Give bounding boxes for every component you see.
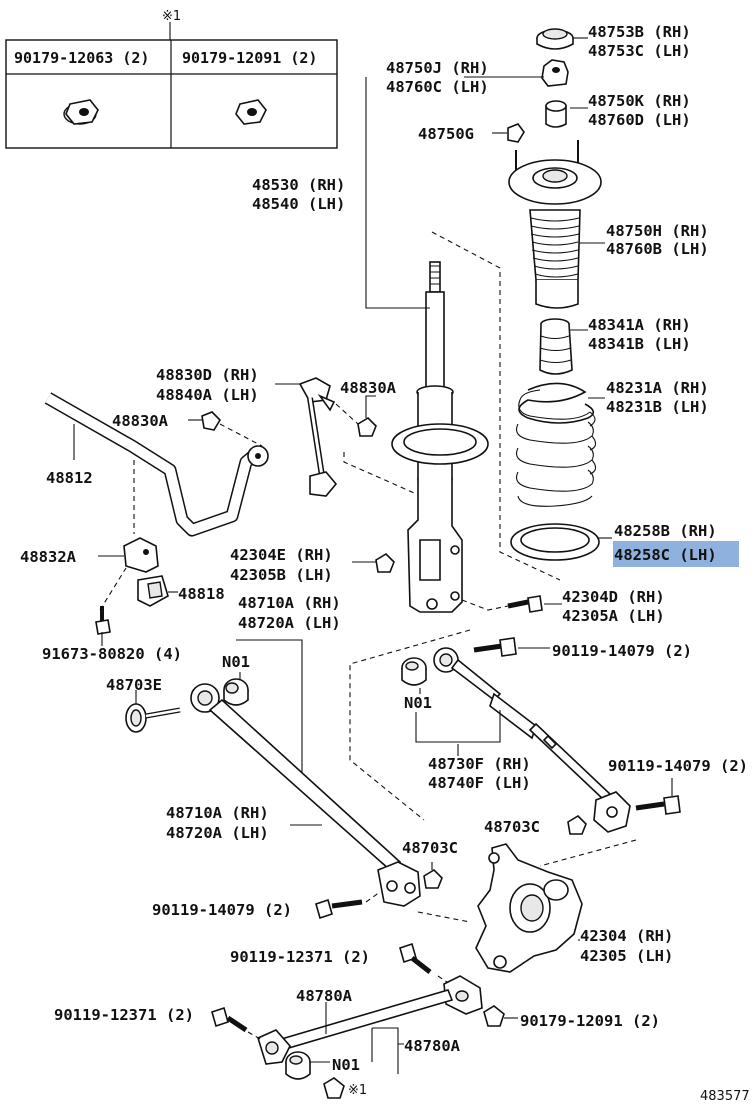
lateral-link-48780a-part: [257, 975, 483, 1065]
carrier-knuckle-part: [475, 843, 583, 973]
label-48760c: 48760C (LH): [386, 78, 489, 96]
cushion-part: [545, 100, 567, 128]
stabilizer-bar-part: [44, 392, 269, 537]
nut-marker-part: [323, 1077, 345, 1099]
label-90119-b: 90119-14079 (2): [608, 757, 748, 775]
label-48341b: 48341B (LH): [588, 335, 691, 353]
bushing-n01-left-part: [223, 678, 249, 706]
trailing-arm-48730f-part: [433, 647, 631, 833]
spring-insulator-part: [510, 523, 600, 561]
highlight-box: [613, 541, 739, 567]
label-42305b: 42305B (LH): [230, 566, 333, 584]
label-48780a-top: 48780A: [296, 987, 353, 1005]
bracket-bolt-part: [95, 606, 111, 635]
bushing-n01-bottom-part: [285, 1051, 311, 1080]
label-n01-c: N01: [332, 1056, 360, 1074]
inset-marker: ※1: [162, 9, 181, 24]
label-48750j: 48750J (RH): [386, 59, 489, 77]
inset-col2-label: 90179-12091 (2): [182, 49, 317, 67]
label-48812: 48812: [46, 469, 93, 487]
label-48832a: 48832A: [20, 548, 77, 566]
label-90179: 90179-12091 (2): [520, 1012, 660, 1030]
dust-boot-part: [529, 209, 581, 309]
label-48540: 48540 (LH): [252, 195, 345, 213]
label-48760b: 48760B (LH): [606, 240, 709, 258]
nut-48703c-a-part: [423, 868, 443, 889]
label-48710a-top: 48710A (RH): [238, 594, 341, 612]
label-n01-a: N01: [222, 653, 250, 671]
adjusting-bolt-48703e-part: [125, 703, 181, 733]
label-48720a-top: 48720A (LH): [238, 614, 341, 632]
coil-spring-part: [515, 382, 597, 507]
link-nut-left-part: [201, 411, 222, 431]
label-48740f: 48740F (LH): [428, 774, 531, 792]
label-48750h: 48750H (RH): [606, 222, 709, 240]
bolt-90119-b-part: [635, 795, 681, 815]
label-90119-a: 90119-14079 (2): [552, 642, 692, 660]
label-48830a-right: 48830A: [340, 379, 397, 397]
link-nut-right-part: [357, 416, 377, 437]
label-91673: 91673-80820 (4): [42, 645, 182, 663]
inset-table: ※1 90179-12063 (2) 90179-12091 (2): [5, 9, 338, 149]
bolt-90119-12371-a-part: [399, 942, 432, 974]
bump-stopper-part: [539, 318, 573, 375]
stabilizer-bushing-part: [137, 575, 169, 607]
label-48750g: 48750G: [418, 125, 474, 143]
top-nut-part: [541, 59, 569, 87]
label-48818: 48818: [178, 585, 225, 603]
label-42304: 42304 (RH): [580, 927, 673, 945]
label-42305: 42305 (LH): [580, 947, 673, 965]
strut-bolt-part: [507, 595, 543, 613]
label-90119-12371-b: 90119-12371 (2): [54, 1006, 194, 1024]
label-48830a-left: 48830A: [112, 412, 169, 430]
shock-absorber-part: [391, 261, 489, 613]
label-42305a: 42305A (LH): [562, 607, 665, 625]
label-48830d: 48830D (RH): [156, 366, 259, 384]
label-48341a: 48341A (RH): [588, 316, 691, 334]
diagram-id: 483577: [700, 1089, 750, 1104]
stabilizer-bracket-part: [123, 537, 159, 573]
label-48710a-bot: 48710A (RH): [166, 804, 269, 822]
mount-nut-part: [507, 123, 525, 143]
bolt-90119-a-part: [473, 637, 517, 657]
bushing-n01-right-part: [401, 657, 427, 686]
label-48730f: 48730F (RH): [428, 755, 531, 773]
dust-cap-part: [536, 28, 574, 50]
label-42304e: 42304E (RH): [230, 546, 333, 564]
lower-arm-48710a-part: [190, 683, 421, 907]
hex-nut-icon: [235, 99, 267, 125]
label-48760d: 48760D (LH): [588, 111, 691, 129]
label-90119-12371-a: 90119-12371 (2): [230, 948, 370, 966]
label-48231a: 48231A (RH): [606, 379, 709, 397]
label-48703e: 48703E: [106, 676, 162, 694]
label-48703c-b: 48703C: [484, 818, 540, 836]
flange-nut-icon: [63, 99, 99, 125]
label-48753b: 48753B (RH): [588, 23, 691, 41]
label-48753c: 48753C (LH): [588, 42, 691, 60]
label-48720a-bot: 48720A (LH): [166, 824, 269, 842]
inset-col1-label: 90179-12063 (2): [14, 49, 149, 67]
label-n01-b: N01: [404, 694, 432, 712]
label-42304d: 42304D (RH): [562, 588, 665, 606]
label-48530: 48530 (RH): [252, 176, 345, 194]
label-48780a-bot: 48780A: [404, 1037, 461, 1055]
label-48840a: 48840A (LH): [156, 386, 259, 404]
label-48703c-a: 48703C: [402, 839, 458, 857]
marker-bottom: ※1: [348, 1083, 367, 1098]
bolt-90119-12371-b-part: [211, 1006, 248, 1033]
stabilizer-link-part: [298, 377, 338, 497]
nut-90179-12091-part: [483, 1005, 505, 1027]
bolt-90119-c-part: [315, 898, 363, 920]
label-48231b: 48231B (LH): [606, 398, 709, 416]
label-48258c[interactable]: 48258C (LH): [614, 546, 717, 564]
strut-nut-part: [375, 552, 395, 573]
label-48750k: 48750K (RH): [588, 92, 691, 110]
nut-48703c-b-part: [567, 814, 587, 835]
label-90119-c: 90119-14079 (2): [152, 901, 292, 919]
label-48258b: 48258B (RH): [614, 522, 717, 540]
strut-mount-part: [508, 140, 602, 205]
